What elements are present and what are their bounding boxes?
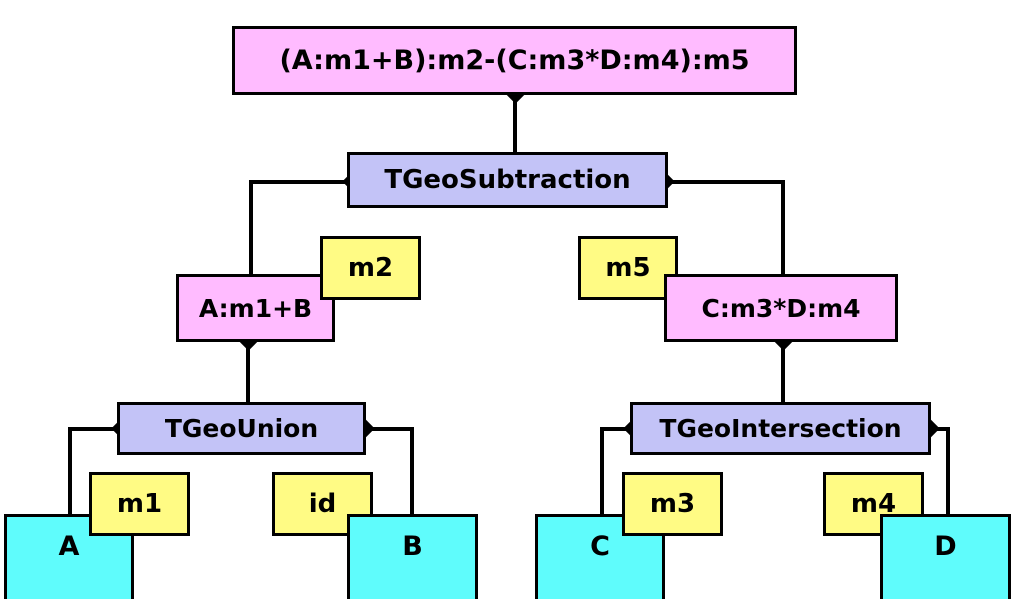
node-matrix-m5-label: m5	[605, 253, 651, 283]
connector-intersection-left-vertical	[600, 427, 604, 522]
connector-rightexpr-to-intersection	[781, 341, 785, 404]
connector-subtraction-left-horizontal	[249, 180, 354, 184]
node-union-label: TGeoUnion	[164, 414, 319, 443]
node-shape-d-label: D	[934, 531, 957, 562]
connector-union-right-vertical	[410, 427, 414, 522]
node-subtraction[interactable]: TGeoSubtraction	[347, 152, 668, 208]
node-matrix-id-label: id	[308, 489, 337, 519]
node-root-expression-label: (A:m1+B):m2-(C:m3*D:m4):m5	[279, 45, 750, 76]
node-matrix-m3[interactable]: m3	[622, 472, 723, 536]
node-matrix-m2[interactable]: m2	[320, 236, 421, 300]
node-shape-c-label: C	[590, 531, 610, 562]
node-shape-a-label: A	[58, 531, 80, 562]
connector-subtraction-left-vertical	[249, 180, 253, 274]
node-right-expression-label: C:m3*D:m4	[701, 293, 861, 323]
connector-root-to-subtraction	[513, 95, 517, 157]
connector-subtraction-right-vertical	[781, 180, 785, 274]
node-intersection[interactable]: TGeoIntersection	[630, 402, 931, 455]
connector-union-left-horizontal	[68, 427, 123, 431]
node-matrix-m5[interactable]: m5	[578, 236, 678, 300]
node-matrix-m3-label: m3	[649, 489, 696, 519]
connector-union-right-horizontal	[364, 427, 414, 431]
connector-union-left-vertical	[68, 427, 72, 522]
node-right-expression[interactable]: C:m3*D:m4	[664, 274, 898, 342]
node-matrix-m2-label: m2	[347, 253, 394, 283]
node-root-expression[interactable]: (A:m1+B):m2-(C:m3*D:m4):m5	[232, 26, 797, 95]
node-left-expression-label: A:m1+B	[198, 293, 313, 323]
node-shape-b[interactable]: B	[347, 514, 478, 599]
node-shape-b-label: B	[402, 531, 423, 562]
node-subtraction-label: TGeoSubtraction	[384, 165, 631, 195]
node-matrix-m1[interactable]: m1	[89, 472, 190, 536]
node-shape-d[interactable]: D	[880, 514, 1011, 599]
node-left-expression[interactable]: A:m1+B	[176, 274, 335, 342]
node-matrix-m1-label: m1	[116, 489, 163, 519]
connector-intersection-left-horizontal	[600, 427, 635, 431]
connector-leftexpr-to-union	[246, 341, 250, 404]
node-matrix-id[interactable]: id	[272, 472, 373, 536]
connector-intersection-right-vertical	[946, 427, 950, 522]
node-intersection-label: TGeoIntersection	[659, 414, 902, 443]
connector-subtraction-right-horizontal	[665, 180, 785, 184]
node-union[interactable]: TGeoUnion	[117, 402, 366, 455]
